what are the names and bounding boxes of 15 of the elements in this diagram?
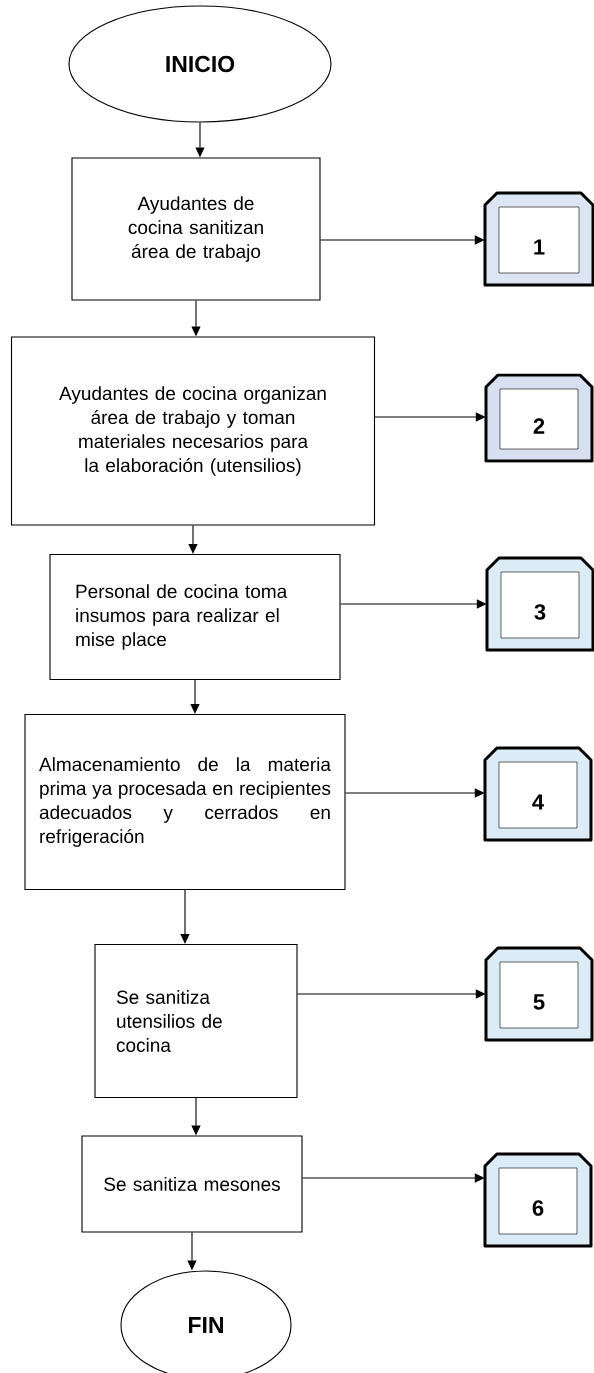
process-box: Ayudantes de cocina sanitizan área de trabajo xyxy=(71,157,321,301)
document-tab: 2 xyxy=(484,373,594,463)
document-tab: 6 xyxy=(483,1152,593,1248)
process-box: Almacenamiento de la materia prima ya procesada en recipientes adecuados y cerrados en refrigeración xyxy=(24,713,346,891)
document-tab: 4 xyxy=(483,746,593,842)
document-tab: 1 xyxy=(483,191,594,287)
document-tab: 5 xyxy=(484,946,594,1042)
arrow xyxy=(190,679,200,714)
process-box: Se sanitiza utensilios de cocina xyxy=(94,943,298,1099)
process-box: Ayudantes de cocina organizan área de trabajo y toman materiales necesarios para la elaboración (utensilios) xyxy=(10,336,376,526)
arrow xyxy=(180,889,190,944)
process-box: Personal de cocina toma insumos para realizar el mise place xyxy=(49,553,341,681)
arrow xyxy=(188,525,198,554)
process-box: Se sanitiza mesones xyxy=(81,1135,303,1233)
document-tab: 3 xyxy=(485,556,594,652)
